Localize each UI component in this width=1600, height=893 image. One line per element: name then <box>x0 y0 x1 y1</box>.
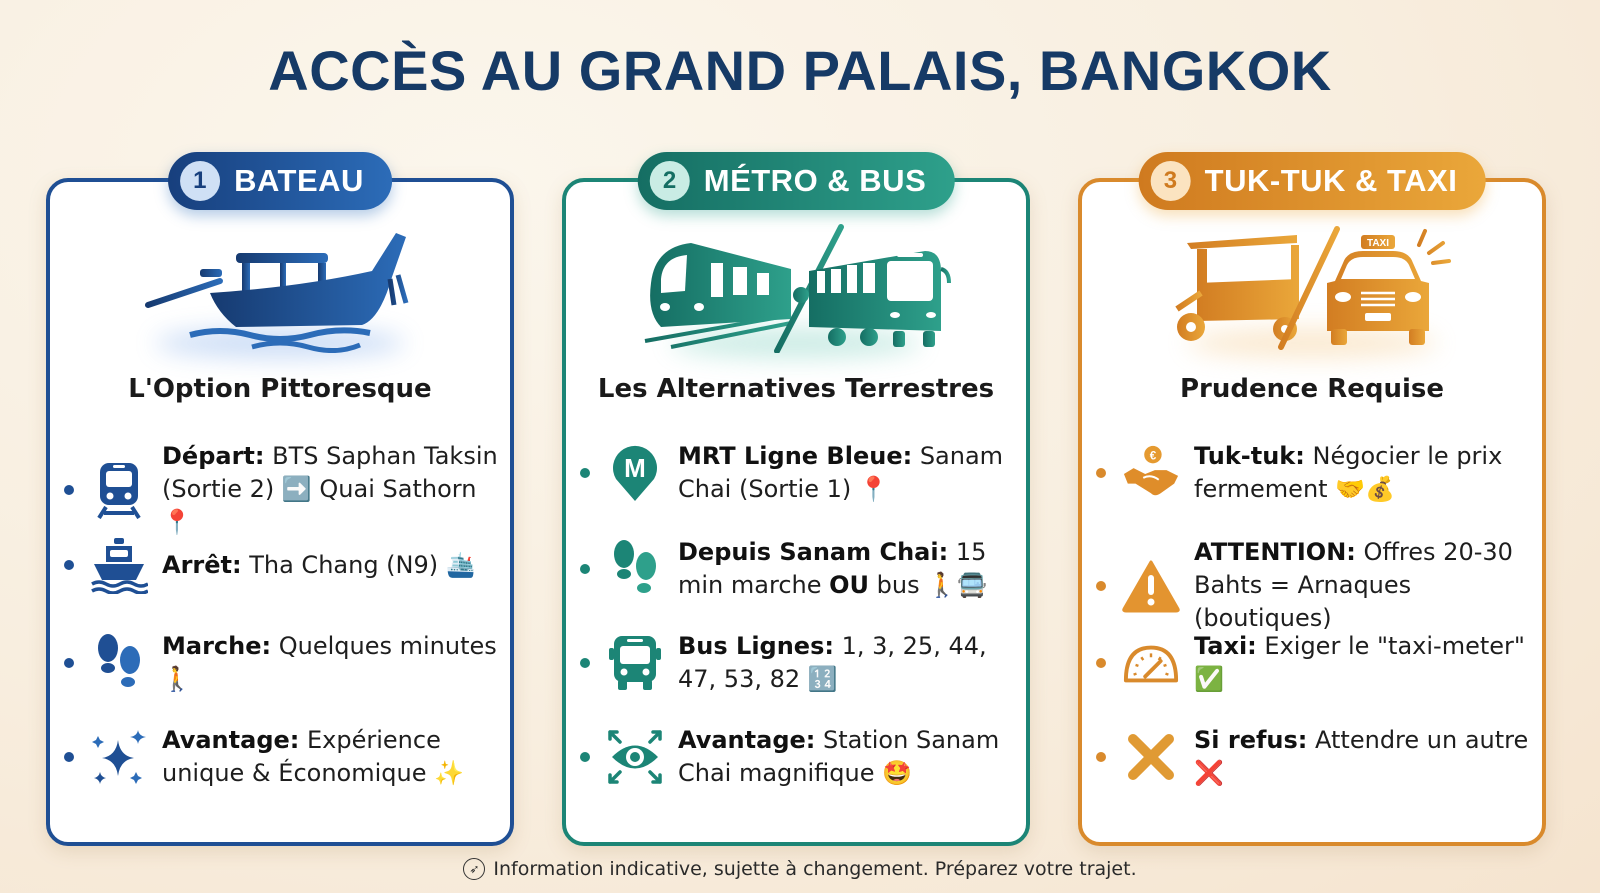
sparkles-icon <box>90 728 148 786</box>
card-metro-bus: 2 MÉTRO & BUS Les Alternatives Terrestre… <box>562 152 1030 846</box>
card-metro-bus-subtitle: Les Alternatives Terrestres <box>597 374 995 404</box>
ship-emoji: 🛳️ <box>445 550 476 579</box>
list-item: Bus Lignes: 1, 3, 25, 44, 47, 53, 82 🔢 <box>580 630 1016 696</box>
card-tuktuk-taxi-subtitle: Prudence Requise <box>1179 374 1445 404</box>
item-text: Avantage: Expérience unique & Économique… <box>162 726 464 787</box>
footprints-icon <box>606 540 664 598</box>
longtail-boat-icon <box>115 218 445 358</box>
bullet-dot <box>580 564 590 574</box>
bus-icon <box>606 634 664 692</box>
bullet-dot <box>64 752 74 762</box>
svg-text:TAXI: TAXI <box>1367 238 1389 249</box>
card-tuktuk-taxi: 3 TUK-TUK & TAXI TAXI Prudence Requise <box>1078 152 1546 846</box>
cross-mark-emoji: ❌ <box>1194 759 1224 787</box>
list-item: Marche: Quelques minutes 🚶 <box>64 630 500 696</box>
bullet-dot <box>64 560 74 570</box>
tuktuk-and-taxi-icon: TAXI <box>1147 218 1477 358</box>
metro-pin-icon: M <box>606 444 664 502</box>
item-text: Bus Lignes: 1, 3, 25, 44, 47, 53, 82 🔢 <box>678 632 987 693</box>
pin-emoji: 📍 <box>162 508 192 536</box>
pin-emoji: 📍 <box>858 475 889 503</box>
taximeter-gauge-icon <box>1122 634 1180 692</box>
item-text: Avantage: Station Sanam Chai magnifique … <box>678 726 1000 787</box>
card-boat: 1 BATEAU L'Option Pittoresque Départ: BT… <box>46 152 514 846</box>
card-tuktuk-taxi-title: TUK-TUK & TAXI <box>1204 163 1458 198</box>
item-text: Départ: BTS Saphan Taksin (Sortie 2) ➡️ … <box>162 442 498 536</box>
card-boat-subtitle: L'Option Pittoresque <box>128 374 432 404</box>
item-text: Marche: Quelques minutes 🚶 <box>162 632 497 693</box>
card-metro-bus-title: MÉTRO & BUS <box>703 163 927 198</box>
walking-person-emoji: 🚶 <box>162 665 192 693</box>
item-text: Depuis Sanam Chai: 15 min marche OU bus … <box>678 538 987 599</box>
item-text: ATTENTION: Offres 20-30 Bahts = Arnaques… <box>1194 538 1513 632</box>
item-text: Taxi: Exiger le "taxi-meter" ✅ <box>1194 632 1525 693</box>
bullet-dot <box>64 658 74 668</box>
list-item: ATTENTION: Offres 20-30 Bahts = Arnaques… <box>1096 536 1532 635</box>
step-number-badge: 1 <box>180 161 221 201</box>
card-tuktuk-taxi-header-pill: 3 TUK-TUK & TAXI <box>1138 152 1486 210</box>
bullet-dot <box>1096 468 1106 478</box>
bullet-dot <box>580 468 590 478</box>
handshake-moneybag-emoji: 🤝💰 <box>1335 475 1395 503</box>
item-text: Si refus: Attendre un autre ❌ <box>1194 726 1529 787</box>
bullet-dot <box>1096 580 1106 591</box>
train-and-bus-icon <box>631 218 961 358</box>
bullet-dot <box>580 752 590 762</box>
bullet-dot <box>64 484 74 495</box>
card-boat-title: BATEAU <box>234 163 364 198</box>
arrow-right-emoji: ➡️ <box>281 475 312 503</box>
sparkles-emoji: ✨ <box>434 759 464 787</box>
list-item: Départ: BTS Saphan Taksin (Sortie 2) ➡️ … <box>64 440 500 539</box>
page-title: ACCÈS AU GRAND PALAIS, BANGKOK <box>268 39 1332 102</box>
bullet-dot <box>1096 658 1106 668</box>
eye-expand-icon <box>606 728 664 786</box>
footer-text: Information indicative, sujette à change… <box>493 858 1137 880</box>
list-item: M MRT Ligne Bleue: Sanam Chai (Sortie 1)… <box>580 440 1016 506</box>
list-item: Si refus: Attendre un autre ❌ <box>1096 724 1532 790</box>
walk-and-bus-emoji: 🚶🚍 <box>927 571 987 599</box>
numbers-emoji: 🔢 <box>807 665 838 693</box>
item-text: MRT Ligne Bleue: Sanam Chai (Sortie 1) 📍 <box>678 442 1004 503</box>
svg-text:M: M <box>624 453 646 483</box>
list-item: Taxi: Exiger le "taxi-meter" ✅ <box>1096 630 1532 696</box>
item-text: Tuk-tuk: Négocier le prix fermement 🤝💰 <box>1194 442 1503 503</box>
warning-icon <box>1122 557 1180 615</box>
card-boat-header-pill: 1 BATEAU <box>168 152 392 210</box>
svg-text:€: € <box>1150 449 1157 462</box>
bullet-dot <box>1096 752 1106 762</box>
check-mark-emoji: ✅ <box>1194 665 1224 693</box>
item-text: Arrêt: Tha Chang (N9) 🛳️ <box>162 550 476 579</box>
train-icon <box>90 461 148 519</box>
ferry-icon <box>90 536 148 594</box>
footprints-icon <box>90 634 148 692</box>
list-item: € Tuk-tuk: Négocier le prix fermement 🤝💰 <box>1096 440 1532 506</box>
card-metro-bus-header-pill: 2 MÉTRO & BUS <box>637 152 955 210</box>
bullet-dot <box>580 658 590 668</box>
star-struck-emoji: 🤩 <box>882 759 913 787</box>
list-item: Arrêt: Tha Chang (N9) 🛳️ <box>64 536 500 594</box>
list-item: Depuis Sanam Chai: 15 min marche OU bus … <box>580 536 1016 602</box>
list-item: Avantage: Expérience unique & Économique… <box>64 724 500 790</box>
step-number-badge: 2 <box>649 161 690 201</box>
handshake-money-icon: € <box>1122 444 1180 502</box>
step-number-badge: 3 <box>1150 161 1191 201</box>
compass-icon: ➶ <box>463 858 486 880</box>
footer-disclaimer: ➶ Information indicative, sujette à chan… <box>0 858 1600 880</box>
list-item: Avantage: Station Sanam Chai magnifique … <box>580 724 1016 790</box>
cross-icon <box>1122 728 1180 786</box>
